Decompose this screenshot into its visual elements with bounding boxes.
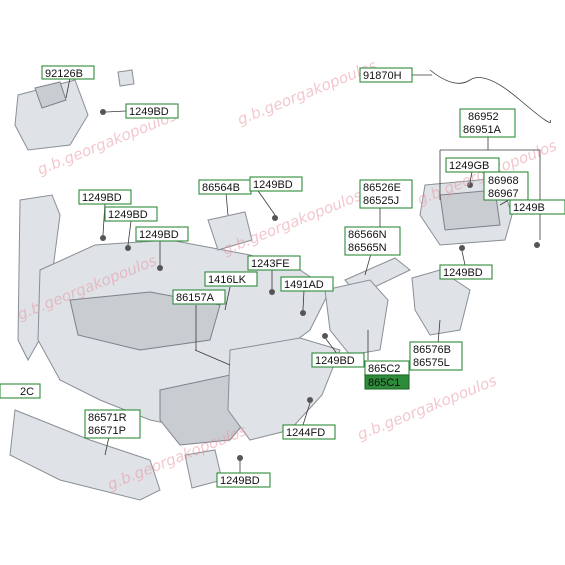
label-86565n: 86565N (348, 242, 387, 254)
watermark-text: g.b.georgakopoulos (235, 56, 380, 128)
label-86525j: 86525J (363, 195, 399, 207)
label-865c2: 865C2 (368, 363, 400, 375)
bolt-icon (157, 265, 163, 271)
label-box (459, 108, 516, 138)
label-86952: 86952 (468, 111, 499, 123)
label-865c1: 865C1 (368, 377, 400, 389)
label-86575l: 86575L (413, 357, 450, 369)
wiring-harness-part (429, 69, 552, 123)
bolt-icon (269, 289, 275, 295)
label-1416lk: 1416LK (208, 274, 247, 286)
deflector-part (411, 269, 471, 336)
label-box (359, 179, 413, 209)
label-box-highlighted (364, 374, 410, 390)
label-box (84, 409, 141, 439)
bolt-icon (307, 397, 313, 403)
label-1249bd: 1249BD (108, 209, 148, 221)
label-86967: 86967 (488, 188, 519, 200)
label-box (78, 189, 132, 205)
label-1249bd: 1249BD (315, 355, 355, 367)
label-86564b: 86564B (202, 182, 240, 194)
label-box (311, 352, 365, 368)
label-86157a: 86157A (176, 292, 215, 304)
label-box (409, 341, 463, 371)
bolt-icon (100, 109, 106, 115)
label-box (204, 271, 258, 287)
label-86526e: 86526E (363, 182, 401, 194)
bracket-frame-part (324, 279, 389, 356)
label-box (0, 383, 41, 399)
label-86571p: 86571P (88, 425, 126, 437)
clip-part (117, 69, 135, 87)
label-box (445, 157, 500, 173)
label-1244fd: 1244FD (286, 427, 325, 439)
part-labels: 92126B 1249BD 91870H 86952 86951A 1249GB… (0, 65, 565, 488)
label-box (104, 206, 158, 222)
bumper-grille-opening-part (69, 291, 221, 351)
lower-strip-part (9, 409, 161, 501)
label-1249bd: 1249BD (129, 106, 169, 118)
label-box (135, 226, 189, 242)
label-1491ad: 1491AD (284, 279, 324, 291)
label-1249b: 1249B (513, 202, 545, 214)
bolt-icon (534, 242, 540, 248)
label-box (249, 176, 303, 192)
label-box (172, 289, 226, 305)
bolt-icon (237, 455, 243, 461)
label-box (344, 226, 401, 256)
label-86951a: 86951A (463, 124, 502, 136)
bolt-icon (125, 245, 131, 251)
label-1243fe: 1243FE (251, 258, 290, 270)
label-box (439, 264, 493, 280)
label-1249bd: 1249BD (253, 179, 293, 191)
fog-lamp-part (14, 79, 89, 151)
label-91870h: 91870H (363, 70, 402, 82)
bracket-86564b-part (207, 211, 253, 251)
label-86571r: 86571R (88, 412, 127, 424)
label-box (359, 67, 413, 83)
bolt-icon (100, 235, 106, 241)
label-box (483, 171, 529, 201)
bolt-icon (322, 333, 328, 339)
fog-lamp-bracket-part (34, 81, 67, 109)
bolt-icon (272, 215, 278, 221)
label-1249bd: 1249BD (443, 267, 483, 279)
label-1249bd: 1249BD (220, 475, 260, 487)
label-box (282, 424, 336, 440)
bolt-icon (459, 245, 465, 251)
label-86576b: 86576B (413, 344, 451, 356)
bolt-icon (467, 182, 473, 188)
label-box (125, 103, 179, 119)
bolt-icon (300, 310, 306, 316)
label-86566n: 86566N (348, 229, 387, 241)
label-box (41, 65, 95, 80)
label-2c: 2C (20, 386, 34, 398)
label-box (509, 199, 565, 215)
label-92126b: 92126B (45, 68, 83, 80)
label-86968: 86968 (488, 175, 519, 187)
label-1249bd: 1249BD (139, 229, 179, 241)
label-box (216, 472, 271, 488)
label-box (280, 276, 334, 292)
label-1249gb: 1249GB (449, 160, 489, 172)
label-1249bd: 1249BD (82, 192, 122, 204)
label-box (247, 255, 301, 271)
